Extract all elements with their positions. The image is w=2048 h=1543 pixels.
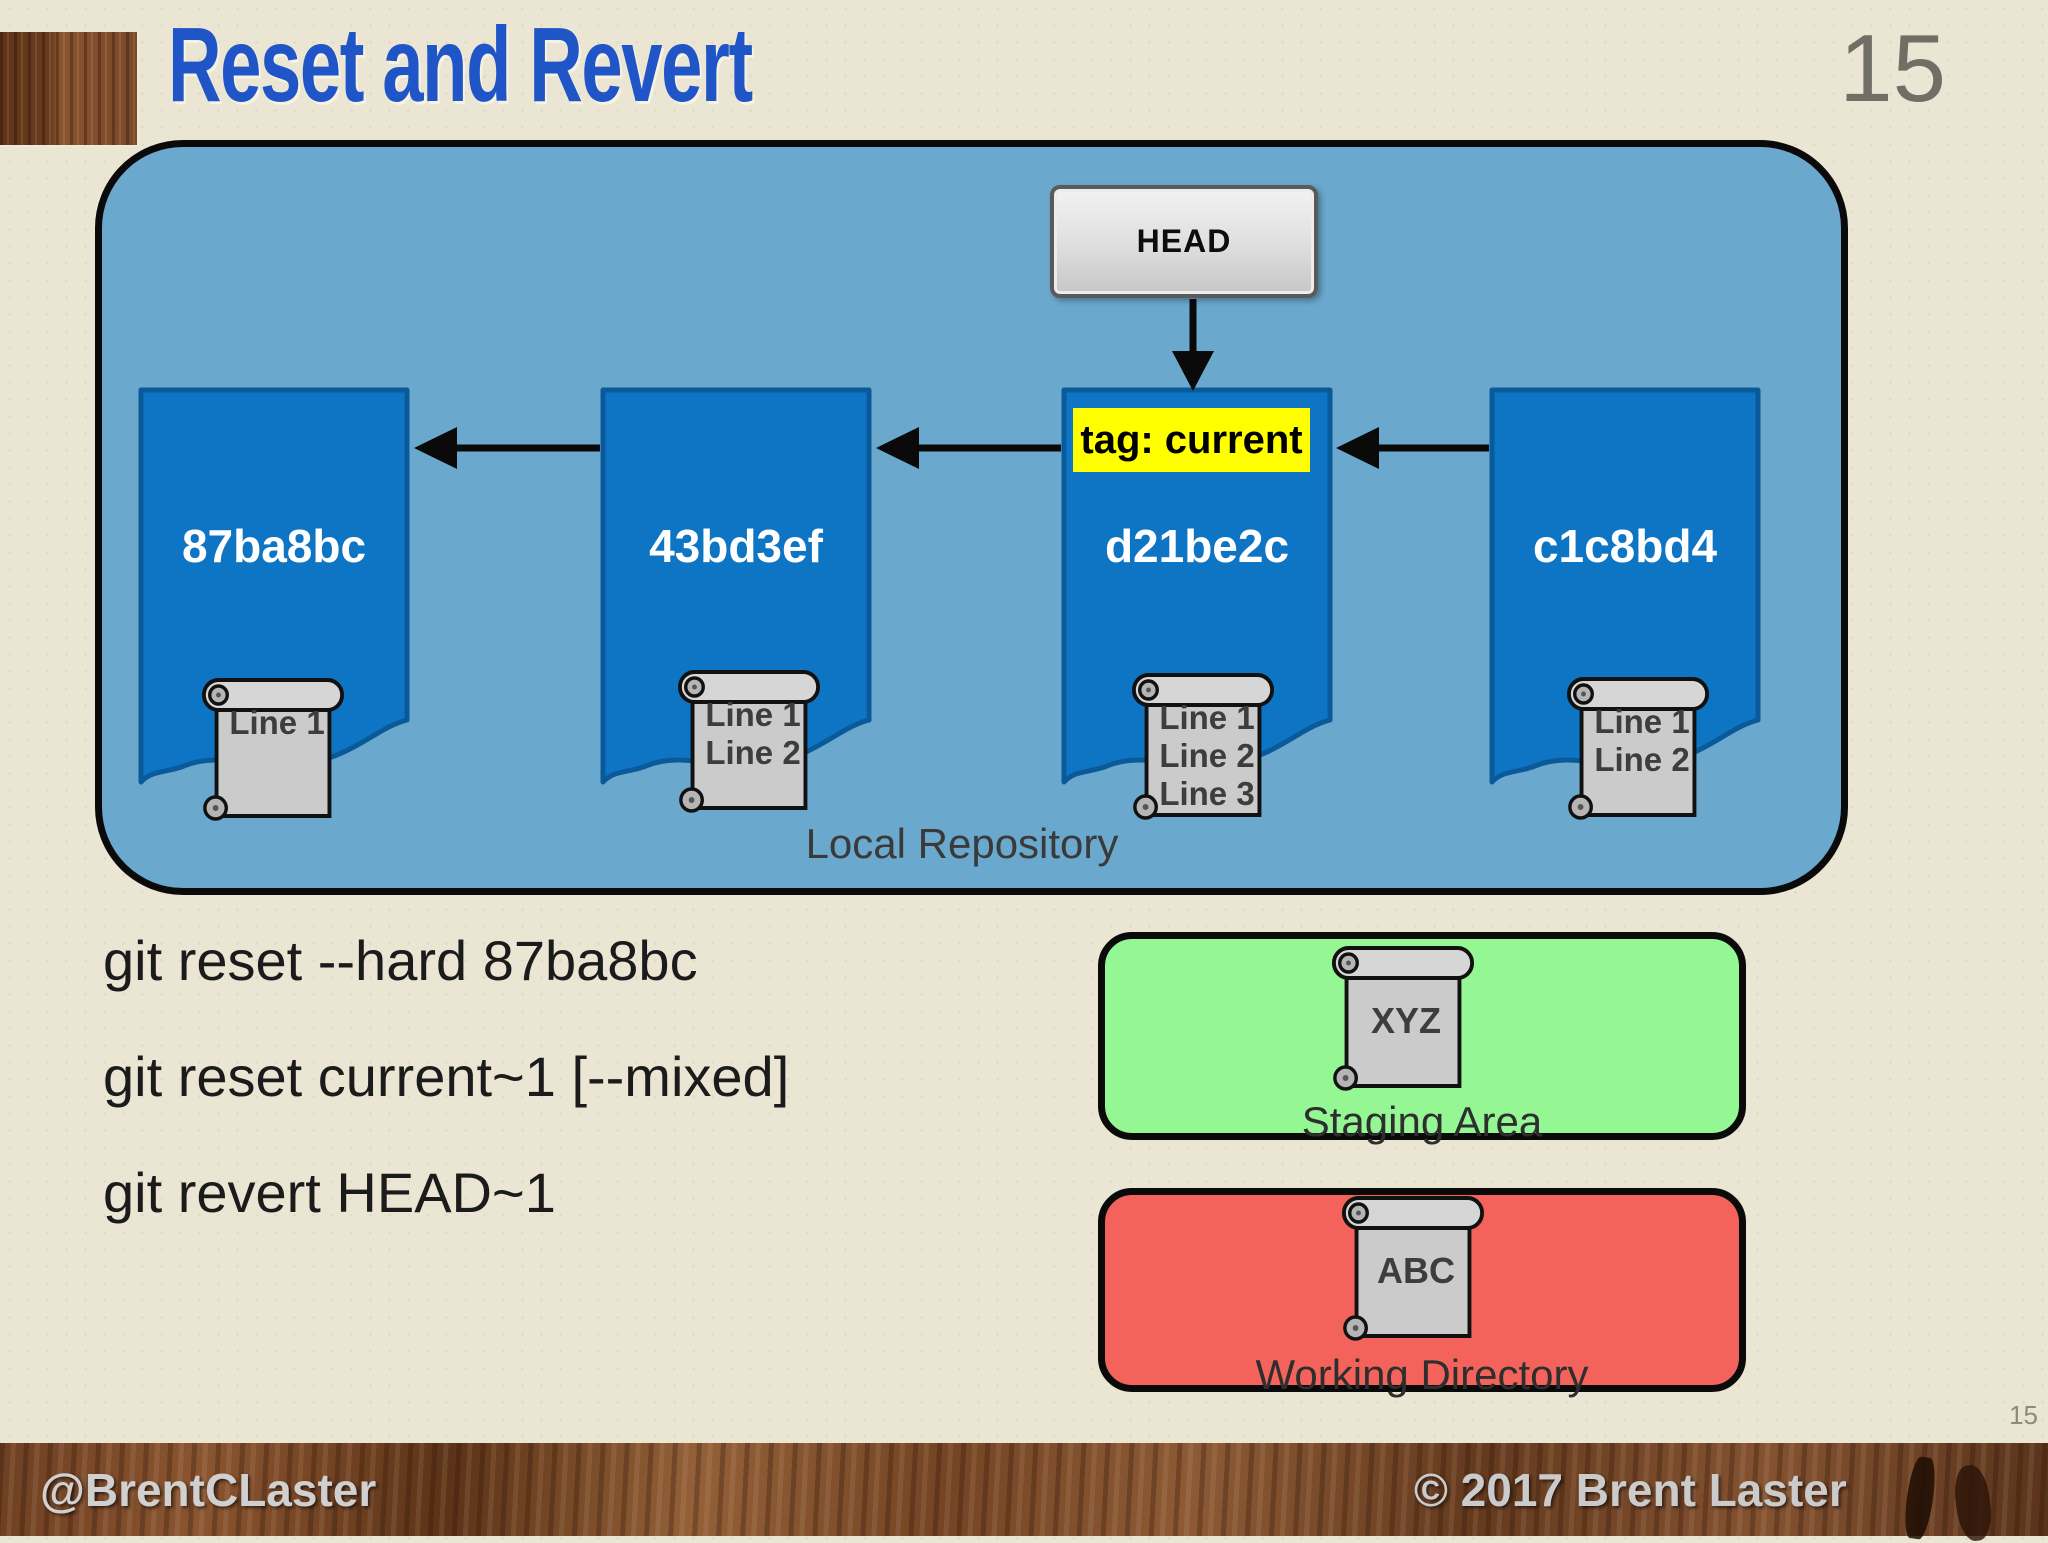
working-file-scroll: ABC bbox=[1340, 1194, 1486, 1344]
staging-area-box: Staging Area bbox=[1098, 932, 1746, 1145]
commit-hash: d21be2c bbox=[1104, 520, 1290, 572]
head-pointer-box: HEAD bbox=[1050, 185, 1318, 298]
scroll-icon bbox=[1131, 673, 1275, 820]
scroll-icon bbox=[1341, 1196, 1485, 1341]
page-number: 15 bbox=[1839, 15, 1946, 122]
wood-knot-decoration bbox=[1901, 1455, 1939, 1541]
staging-area-label: Staging Area bbox=[1301, 1098, 1543, 1145]
footer-bar: @BrentCLaster © 2017 Brent Laster bbox=[0, 1443, 2048, 1543]
file-line: Line 1 bbox=[1594, 703, 1690, 740]
file-scroll-c1c8bd4: Line 1 Line 2 bbox=[1565, 675, 1711, 823]
file-line: Line 2 bbox=[1594, 741, 1690, 778]
file-line: Line 3 bbox=[1159, 775, 1255, 812]
scroll-icon bbox=[1566, 677, 1710, 820]
file-scroll-d21be2c: Line 1 Line 2 Line 3 bbox=[1130, 671, 1276, 823]
file-line: Line 1 bbox=[229, 704, 325, 741]
wood-texture-corner bbox=[0, 32, 139, 147]
working-file-text: ABC bbox=[1377, 1250, 1455, 1291]
head-label: HEAD bbox=[1136, 223, 1232, 259]
staging-file-text: XYZ bbox=[1370, 1000, 1441, 1041]
command-git-reset-hard: git reset --hard 87ba8bc bbox=[103, 929, 698, 992]
commit-hash: c1c8bd4 bbox=[1532, 520, 1718, 572]
wood-knot-decoration bbox=[1951, 1463, 1995, 1543]
scroll-icon bbox=[1331, 946, 1475, 1091]
command-git-reset-mixed: git reset current~1 [--mixed] bbox=[103, 1045, 790, 1108]
footer-copyright: © 2017 Brent Laster bbox=[1414, 1463, 1847, 1516]
file-line: Line 1 bbox=[705, 696, 801, 733]
working-directory-label: Working Directory bbox=[1255, 1351, 1589, 1398]
scroll-icon bbox=[677, 670, 821, 813]
commit-hash: 43bd3ef bbox=[649, 520, 823, 572]
command-git-revert: git revert HEAD~1 bbox=[103, 1161, 556, 1224]
footer-twitter-handle: @BrentCLaster bbox=[40, 1463, 377, 1516]
footer-page-number: 15 bbox=[2009, 1400, 2038, 1430]
file-line: Line 2 bbox=[705, 734, 801, 771]
page-title: Reset and Revert bbox=[168, 6, 753, 124]
file-scroll-43bd3ef: Line 1 Line 2 bbox=[676, 668, 822, 816]
file-line: Line 2 bbox=[1159, 737, 1255, 774]
staging-file-scroll: XYZ bbox=[1330, 944, 1476, 1094]
scroll-icon bbox=[201, 678, 345, 821]
local-repository-label: Local Repository bbox=[805, 820, 1119, 867]
tag-current-badge: tag: current bbox=[1073, 408, 1310, 472]
commit-hash: 87ba8bc bbox=[181, 520, 367, 572]
file-scroll-87ba8bc: Line 1 bbox=[200, 676, 346, 824]
file-line: Line 1 bbox=[1159, 699, 1255, 736]
